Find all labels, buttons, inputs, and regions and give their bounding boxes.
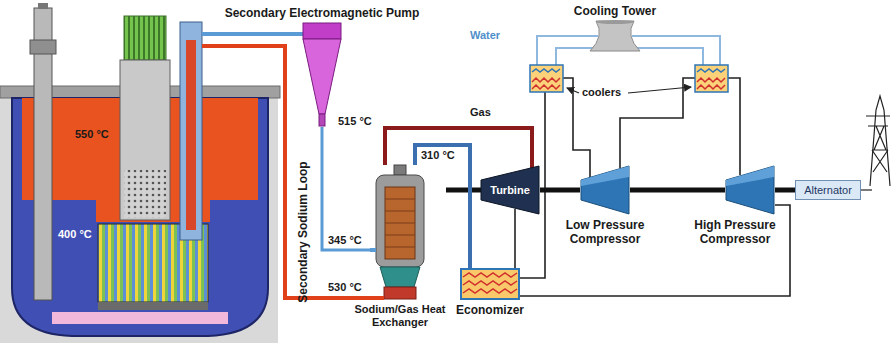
economizer: Economizer — [460, 268, 520, 300]
heat-exchanger: Sodium/Gas Heat Exchanger — [370, 165, 430, 300]
reactor-block — [0, 3, 280, 343]
callout-label: coolers — [582, 86, 621, 99]
shaft — [540, 188, 580, 193]
sodium-pipes — [202, 34, 370, 298]
temperature-label: 400 °C — [58, 228, 92, 241]
gas-pipe — [514, 209, 516, 268]
component-label: High Pressure Compressor — [690, 218, 780, 246]
compressor: High Pressure Compressor — [725, 165, 775, 215]
cooler — [695, 65, 728, 92]
cooling-tower-shape — [588, 20, 642, 52]
electromagnetic-pump-shape — [302, 22, 342, 127]
temperature-label: 345 °C — [328, 234, 362, 247]
component-label: Secondary Electromagnetic Pump — [225, 6, 420, 20]
temperature-label: 530 °C — [328, 281, 362, 294]
loop-label: Secondary Sodium Loop — [296, 161, 310, 302]
turbine: Turbine — [480, 165, 540, 215]
heat-exchanger-shape — [370, 165, 430, 300]
temperature-label: 310 °C — [421, 149, 455, 162]
electromagnetic-pump: Secondary Electromagnetic Pump — [302, 22, 342, 127]
component-label: Sodium/Gas Heat Exchanger — [354, 303, 446, 329]
temperature-label: 550 °C — [75, 128, 109, 141]
temperature-label: 515 °C — [338, 115, 372, 128]
compressor-shape — [580, 165, 630, 215]
cooling-tower: Cooling Tower — [588, 20, 642, 52]
transmission-tower — [861, 96, 890, 190]
fluid-label: Gas — [470, 106, 491, 119]
economizer-shape — [460, 268, 520, 300]
component-label: Alternator — [804, 184, 852, 197]
gas-pipes — [520, 78, 740, 278]
sodium-pipe — [322, 127, 370, 250]
alternator: Alternator — [795, 180, 861, 200]
component-label: Cooling Tower — [574, 4, 656, 18]
gas-pipe — [520, 205, 790, 296]
hot-gas-pipe — [385, 128, 532, 168]
fluid-label: Water — [470, 29, 500, 42]
cooler — [530, 65, 563, 92]
compressor: Low Pressure Compressor — [580, 165, 630, 215]
component-label: Low Pressure Compressor — [557, 218, 653, 246]
shaft — [775, 188, 795, 193]
compressor-shape — [725, 165, 775, 215]
shaft — [446, 188, 481, 193]
component-label: Turbine — [490, 184, 530, 197]
shaft — [630, 188, 725, 193]
component-label: Economizer — [456, 303, 524, 317]
